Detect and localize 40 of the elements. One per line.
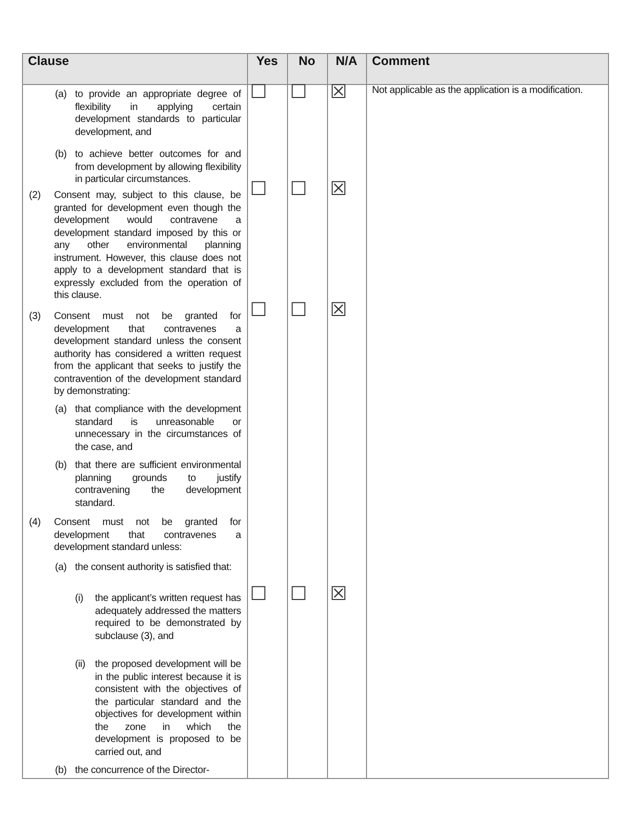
checkbox: ☐	[250, 180, 267, 199]
clause-text: to achieve better outcomes for and from development by allowing flexibility in particular circumstances.	[75, 149, 241, 186]
checkbox: ☐	[250, 301, 267, 320]
clause-text: the concurrence of the Director-	[75, 765, 210, 778]
checkbox: ☒	[330, 585, 347, 604]
checkbox: ☒	[330, 301, 347, 320]
column-header: Clause	[28, 55, 70, 68]
clause-text: that compliance with the development standard is unreasonable or unnecessary in the circumstances of the case, and	[75, 404, 241, 454]
clause-text: the applicant’s written request has adequately addressed the matters required to be demonstrated by subclause (3), and	[95, 593, 241, 643]
clause-text: the consent authority is satisfied that:	[75, 562, 233, 574]
clause-text: Consent must not be granted for development that contravenes a development standard unless the consent authority has considered a written request from the applicant that seeks to justify the contravention of the development standard by demonstrating:	[54, 311, 241, 398]
clause-number: (3)	[29, 311, 42, 324]
clause-number: (a)	[55, 89, 68, 102]
checkbox: ☐	[290, 585, 307, 604]
clause-text: that there are sufficient environmental planning grounds to justify contravening the development standard.	[75, 460, 241, 510]
clause-text: the proposed development will be in the public interest because it is consistent with the objectives of the particular standard and the objectives for development within the zone in which the development is proposed to be carried out, and	[95, 659, 241, 759]
column-header: N/A	[334, 55, 358, 68]
checkbox: ☒	[330, 180, 347, 199]
clause-text: to provide an appropriate degree of flexibility in applying certain development standards to particular development, and	[75, 89, 241, 139]
clause-number: (b)	[55, 149, 68, 162]
clause-number: (b)	[55, 765, 68, 778]
checkbox: ☐	[290, 83, 307, 102]
checkbox: ☐	[250, 585, 267, 604]
clause-number: (ii)	[75, 659, 86, 672]
clause-number: (i)	[75, 593, 84, 606]
checkbox: ☐	[290, 301, 307, 320]
clause-number: (a)	[55, 404, 68, 416]
comment-text: Not applicable as the application is a modification.	[372, 85, 584, 98]
column-header: Yes	[255, 55, 279, 68]
checkbox: ☒	[330, 83, 347, 102]
clause-number: (a)	[55, 562, 68, 574]
clause-text: Consent may, subject to this clause, be granted for development even though the development would contravene a development standard imposed by this or any other environmental planning instrument. However, this clause does not apply to a development standard that is expressly excluded from the operation of this clause.	[54, 190, 241, 302]
clause-number: (2)	[29, 190, 42, 202]
checkbox: ☐	[250, 83, 267, 102]
column-header: No	[298, 55, 316, 68]
column-header: Comment	[372, 55, 431, 68]
clause-number: (b)	[55, 460, 68, 472]
clause-number: (4)	[29, 517, 42, 530]
checkbox: ☐	[290, 180, 307, 199]
clause-text: Consent must not be granted for development that contravenes a development standard unless:	[54, 517, 241, 554]
